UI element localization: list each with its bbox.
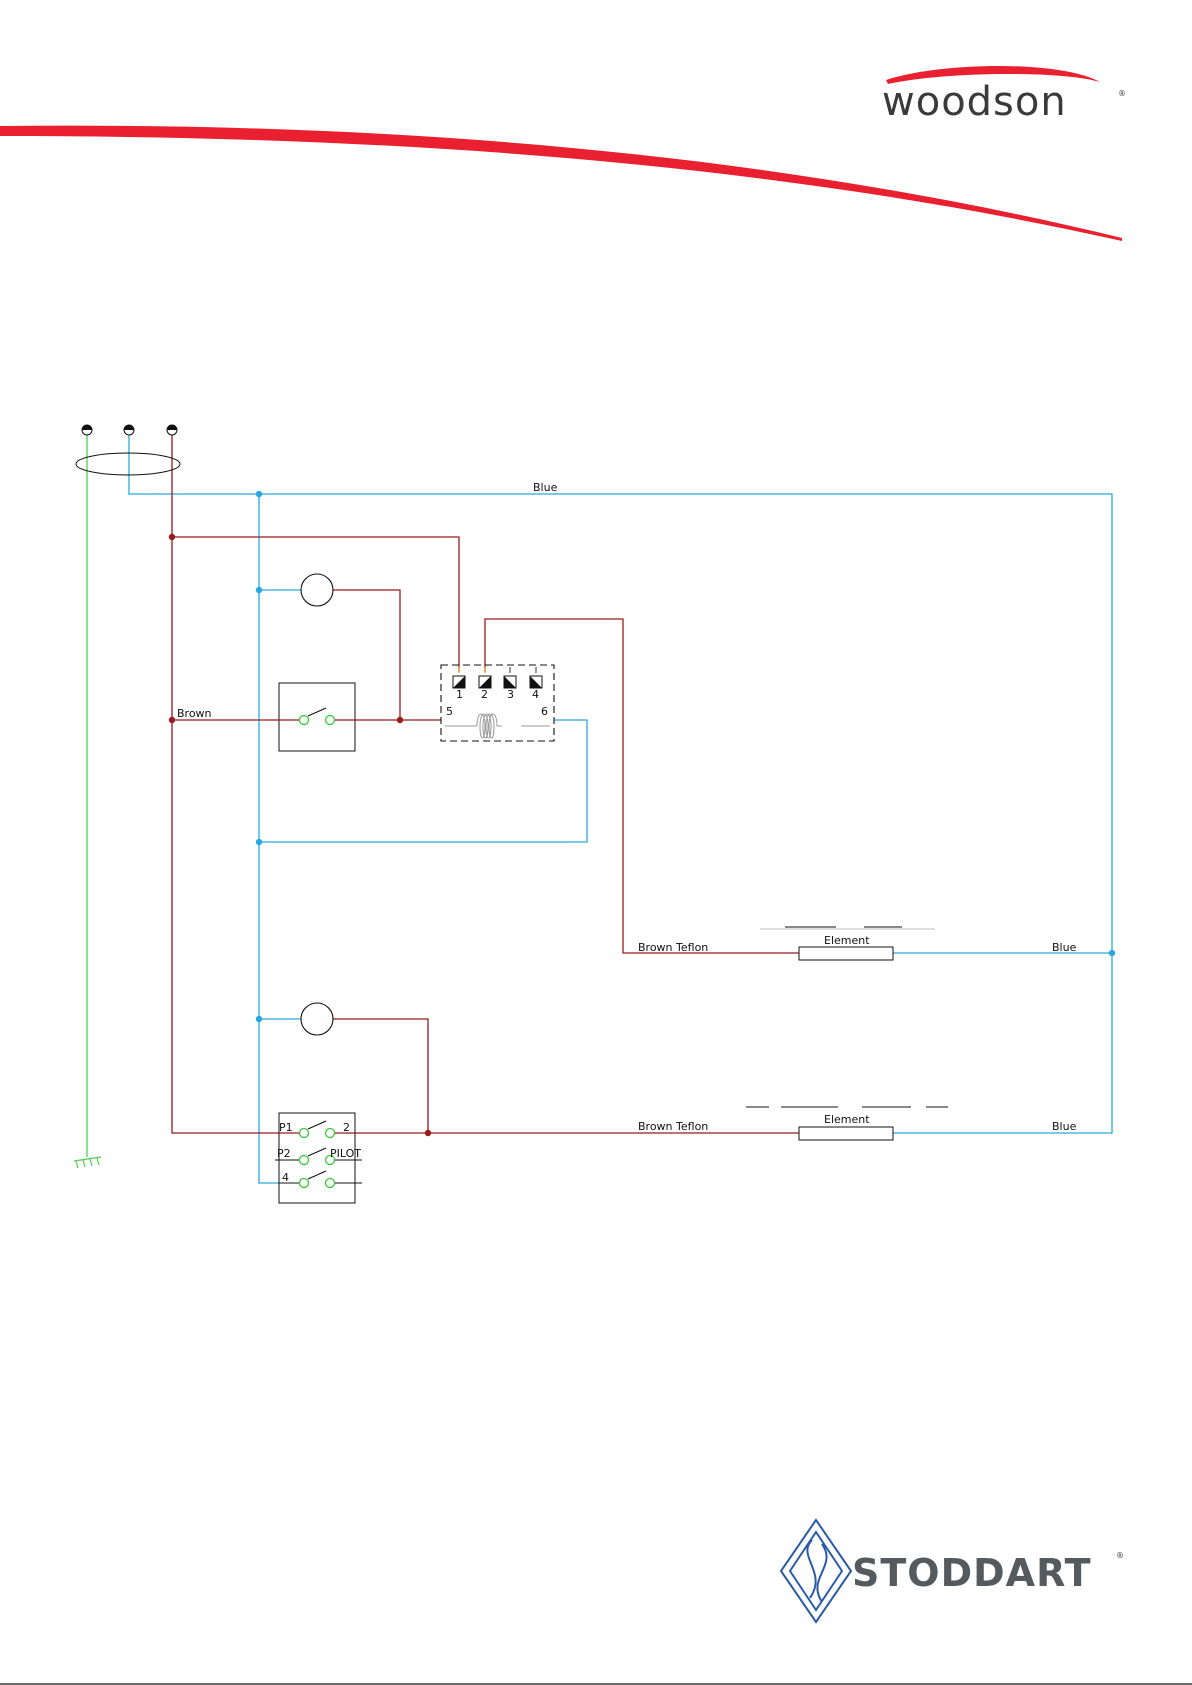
switch-terminal-pilot: PILOT [330,1147,361,1160]
element-upper-left-wire-label: Brown Teflon [638,941,708,954]
neutral-to-regulator-coil [259,720,587,842]
junction-dot [425,1130,431,1136]
stoddart-registered-mark: ® [1116,1551,1124,1560]
junction-dot [169,534,175,540]
stoddart-wordmark: STODDART [852,1551,1092,1595]
lamp-lower-to-junction [333,1019,428,1133]
regulator-terminal-4: 4 [532,688,539,701]
pilot-lamp-lower-icon [301,1003,333,1035]
earth-ground-icon [74,1157,101,1168]
regulator-terminal-icon [479,676,491,688]
switch-terminal-4: 4 [282,1171,289,1184]
stoddart-logo: STODDART ® [781,1520,1124,1622]
switch-lever-icon [308,708,326,716]
pilot-lamp-upper-icon [301,574,333,606]
switch-terminal-p1: P1 [279,1121,293,1134]
woodson-wordmark: woodson [882,79,1067,125]
element-lower-right-wire-label: Blue [1052,1120,1077,1133]
regulator-coil-terminal-5: 5 [446,705,453,718]
switch-contact-icon [300,1156,309,1165]
regulator-terminal-2: 2 [481,688,488,701]
switch-upper [279,683,355,751]
woodson-logo: woodson ® [882,66,1126,125]
junction-dot [397,717,403,723]
switch-upper-box [279,683,355,751]
terminal-live-icon [167,425,177,435]
red-swoosh-graphic [0,126,1122,241]
switch-contact-icon [300,716,309,725]
element-upper-right-wire-label: Blue [1052,941,1077,954]
junction-dot [256,839,262,845]
regulator-terminal-icon [530,676,542,688]
switch-contact-icon [326,1129,335,1138]
switch-contact-icon [300,1179,309,1188]
regulator-terminal-1: 1 [456,688,463,701]
lamp-upper-to-switch [333,590,400,720]
supply-terminals [76,425,180,475]
regulator-terminal-icon [453,676,465,688]
regulator-coil-terminal-6: 6 [541,705,548,718]
live-wire-main [172,433,279,1133]
wire-label-brown: Brown [177,707,212,720]
element-upper-body [799,947,893,960]
element-lower-body [799,1127,893,1140]
switch-contact-icon [300,1129,309,1138]
header-swoosh [0,126,1122,241]
junction-dot [1109,950,1115,956]
heating-element-lower: Element Brown Teflon Blue [638,1107,1077,1140]
cable-sleeve [76,453,180,475]
woodson-registered-mark: ® [1118,89,1126,98]
wire-label-blue: Blue [533,481,558,494]
stoddart-diamond-icon [781,1520,851,1622]
regulator-terminal-3: 3 [507,688,514,701]
heating-element-upper: Element Brown Teflon Blue [638,927,1077,960]
junction-dot [256,491,262,497]
regulator-t2-to-upper-element [485,619,799,953]
element-lower-label: Element [824,1113,870,1126]
junction-dot [256,587,262,593]
switch-contact-icon [326,1179,335,1188]
switch-terminal-p2: P2 [277,1147,291,1160]
regulator-coil-icon [477,714,502,738]
neutral-bus-vertical [259,494,279,1183]
terminal-earth-icon [82,425,92,435]
neutral-wire-main [129,433,1112,1133]
switch-block-lower: P1 2 P2 PILOT 4 [275,1113,362,1203]
switch-terminal-2: 2 [343,1121,350,1134]
junction-dot [169,717,175,723]
regulator-terminal-icon [504,676,516,688]
element-upper-label: Element [824,934,870,947]
junction-dot [256,1016,262,1022]
switch-contact-icon [326,716,335,725]
element-lower-left-wire-label: Brown Teflon [638,1120,708,1133]
energy-regulator: 1 2 3 4 5 6 [441,665,554,741]
terminal-neutral-icon [124,425,134,435]
